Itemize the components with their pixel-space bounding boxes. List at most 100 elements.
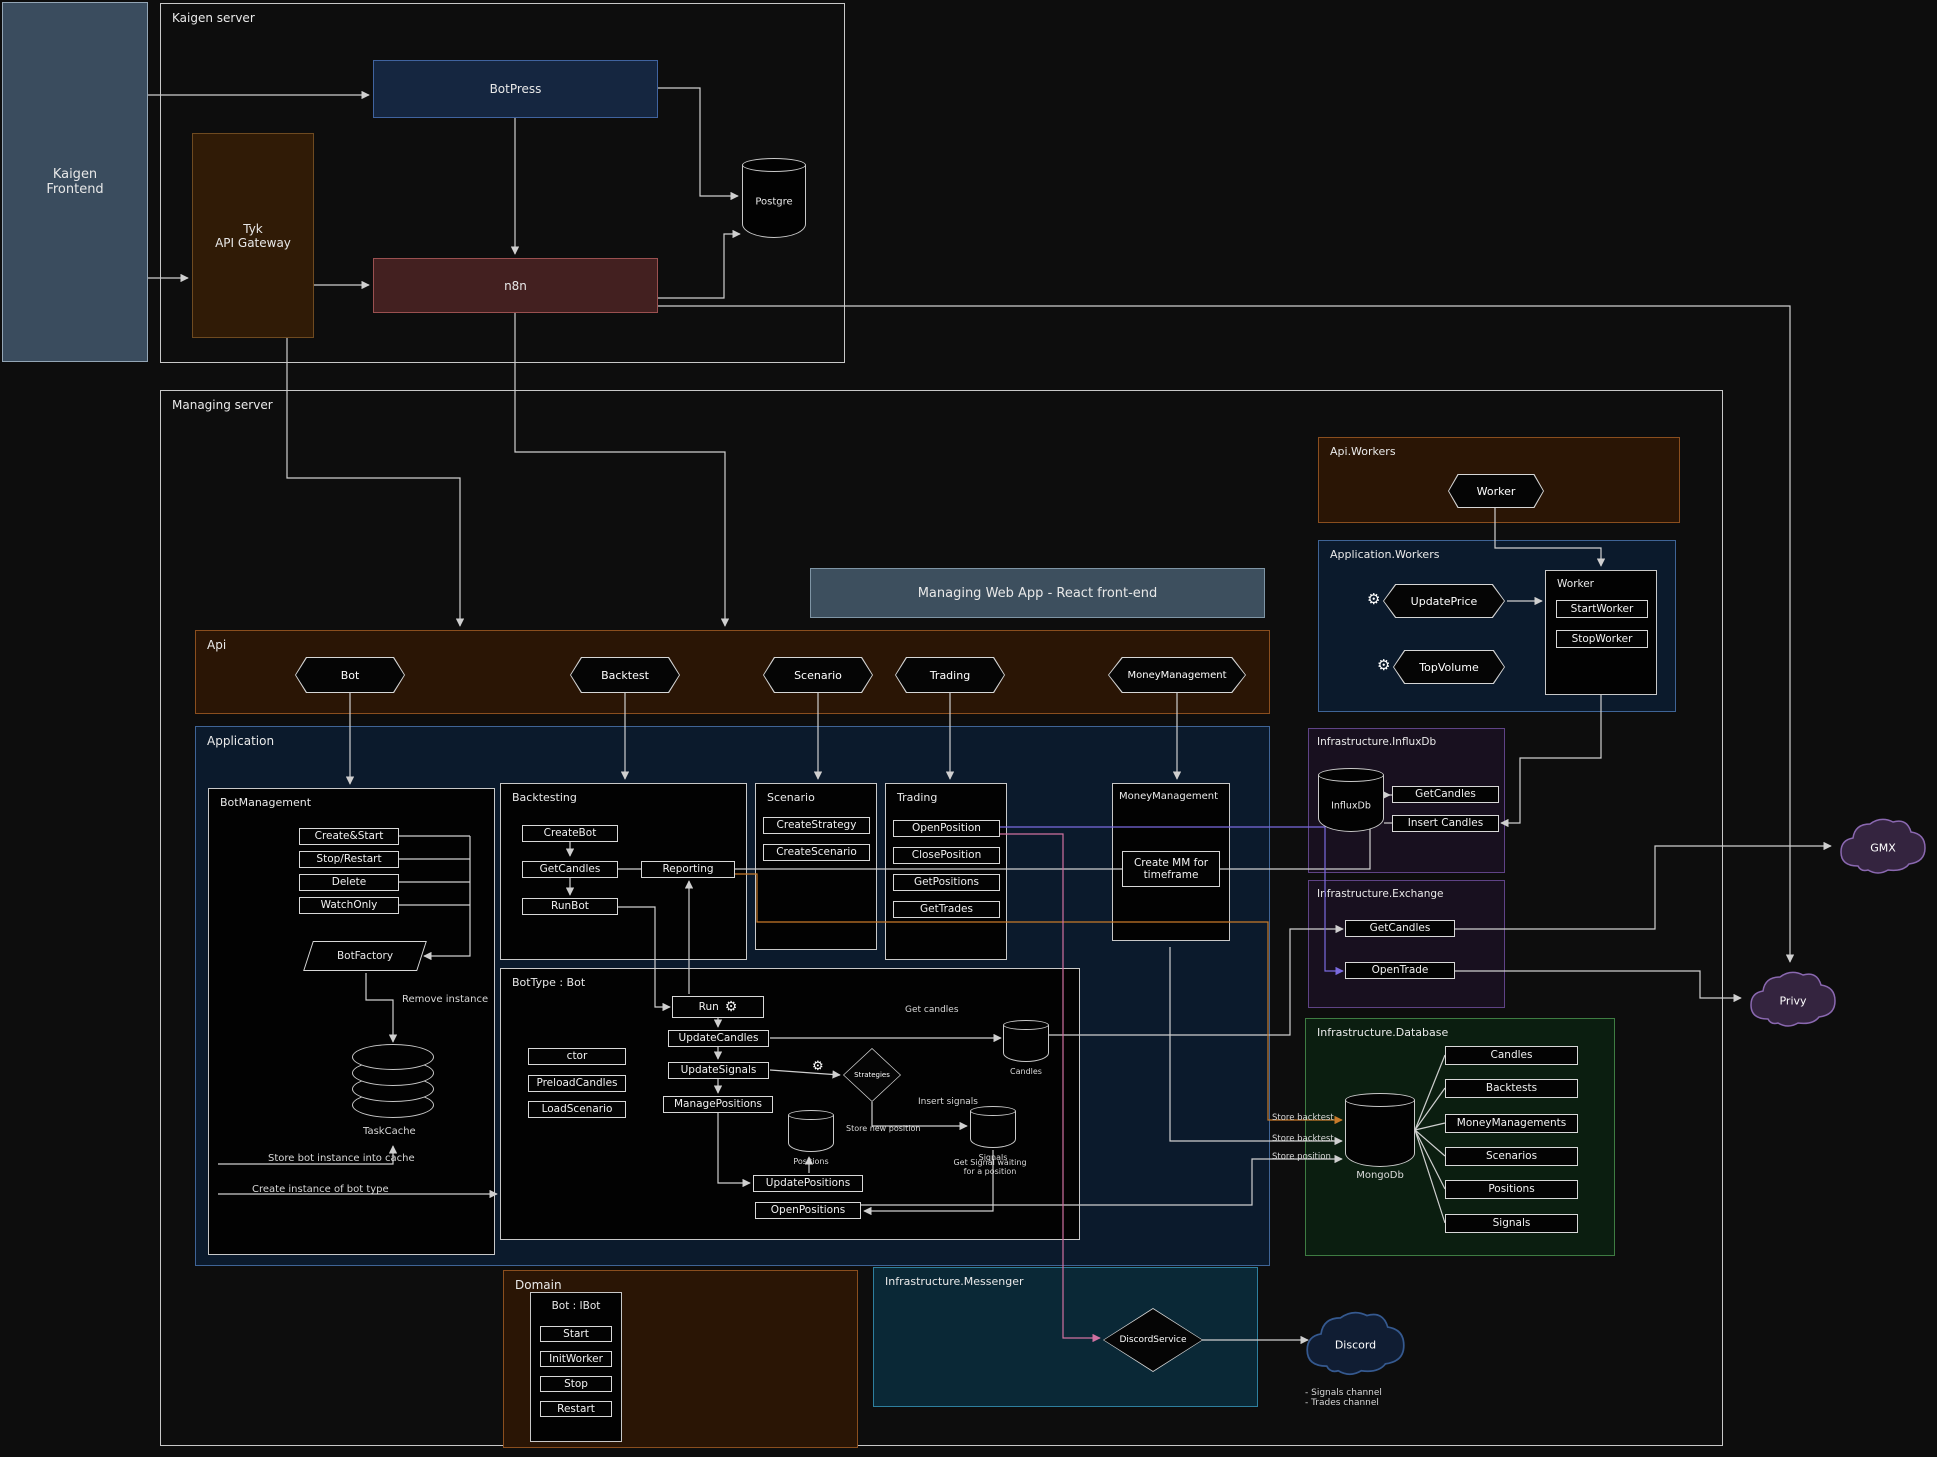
insert-signals-edge-label: Insert signals [918, 1097, 978, 1107]
trading-title: Trading [897, 791, 938, 804]
task-cache-label: TaskCache [363, 1126, 416, 1137]
domain-title: Domain [515, 1278, 562, 1292]
run-bot-button: RunBot [522, 898, 618, 915]
top-volume-endpoint: TopVolume [1393, 650, 1505, 684]
api-title: Api [207, 638, 227, 652]
update-signals-gear-icon: ⚙ [812, 1059, 824, 1074]
bot-ibot-box: Bot : IBot [530, 1292, 622, 1442]
database-title: Infrastructure.Database [1317, 1026, 1449, 1039]
api-moneymanagement-endpoint: MoneyManagement [1108, 657, 1246, 693]
bot-restart-button: Restart [540, 1401, 612, 1417]
update-candles-method: UpdateCandles [668, 1030, 769, 1047]
stop-restart-button: Stop/Restart [299, 851, 399, 868]
exchange-get-candles-button: GetCandles [1345, 920, 1455, 937]
start-worker-button: StartWorker [1556, 600, 1648, 618]
positions-store-icon: Positions [788, 1110, 834, 1166]
messenger-box: Infrastructure.Messenger [873, 1267, 1258, 1407]
kaigen-server-title: Kaigen server [172, 11, 255, 25]
get-signal-edge-label: Get Signal waiting for a position [953, 1158, 1027, 1176]
postgre-db-icon: Postgre [742, 158, 806, 238]
get-trades-button: GetTrades [893, 901, 1000, 918]
store-instance-label: Store bot instance into cache [268, 1153, 415, 1164]
get-candles-edge-label: Get candles [905, 1005, 959, 1015]
candles-store-label: Candles [1010, 1067, 1042, 1076]
update-price-endpoint: UpdatePrice [1383, 584, 1505, 618]
postgre-label: Postgre [755, 196, 793, 208]
open-trade-button: OpenTrade [1345, 962, 1455, 979]
collection-signals: Signals [1445, 1214, 1578, 1233]
candles-store-icon: Candles [1003, 1020, 1049, 1076]
kaigen-server-box: Kaigen server [160, 3, 845, 363]
create-mm-button: Create MM for timeframe [1122, 851, 1220, 887]
privy-label: Privy [1779, 994, 1807, 1008]
discord-label: Discord [1334, 1338, 1377, 1352]
collection-backtests: Backtests [1445, 1079, 1578, 1098]
n8n-node: n8n [373, 258, 658, 313]
worker-inner-title: Worker [1557, 578, 1594, 590]
stop-worker-button: StopWorker [1556, 630, 1648, 648]
bot-management-title: BotManagement [220, 796, 312, 809]
get-positions-button: GetPositions [893, 874, 1000, 891]
kaigen-frontend-node: Kaigen Frontend [2, 2, 148, 362]
trading-box: Trading [885, 783, 1007, 960]
api-scenario-endpoint: Scenario [763, 657, 873, 693]
privy-cloud: Privy [1743, 966, 1843, 1030]
watchonly-button: WatchOnly [299, 897, 399, 914]
run-button: Run ⚙ [672, 996, 764, 1018]
discord-cloud-icon [1306, 1311, 1405, 1376]
tyk-gateway-node: Tyk API Gateway [192, 133, 314, 338]
backtesting-title: Backtesting [512, 791, 577, 804]
application-workers-title: Application.Workers [1330, 548, 1440, 561]
bot-initworker-button: InitWorker [540, 1351, 612, 1367]
influxdb-title: Infrastructure.InfluxDb [1317, 736, 1437, 748]
discord-cloud: Discord [1298, 1306, 1413, 1378]
create-bot-button: CreateBot [522, 825, 618, 842]
store-backtest-label-1: Store backtest [1272, 1113, 1334, 1123]
task-cache-icon [352, 1044, 434, 1120]
store-new-position-edge-label: Store new position [846, 1124, 921, 1133]
create-scenario-button: CreateScenario [763, 844, 870, 861]
update-positions-method: UpdatePositions [753, 1175, 863, 1192]
run-gear-icon: ⚙ [724, 998, 738, 1015]
application-title: Application [207, 734, 275, 748]
run-label: Run [698, 1000, 719, 1013]
scenario-box: Scenario [755, 783, 877, 950]
create-strategy-button: CreateStrategy [763, 817, 870, 834]
collection-moneymanagements: MoneyManagements [1445, 1114, 1578, 1133]
reporting-button: Reporting [641, 861, 735, 878]
remove-instance-label: Remove instance [402, 994, 489, 1005]
influxdb-label: InfluxDb [1331, 800, 1371, 812]
gmx-cloud: GMX [1833, 813, 1933, 877]
top-volume-gear-icon: ⚙ [1377, 656, 1391, 674]
influx-insert-candles-button: Insert Candles [1392, 815, 1499, 832]
discord-channels-label: - Signals channel - Trades channel [1305, 1388, 1382, 1408]
bottype-title: BotType : Bot [512, 976, 586, 989]
managing-webapp-node: Managing Web App - React front-end [810, 568, 1265, 618]
mongodb-icon: MongoDb [1345, 1093, 1415, 1181]
exchange-box: Infrastructure.Exchange [1308, 880, 1505, 1008]
api-bot-endpoint: Bot [295, 657, 405, 693]
store-backtest-label-2: Store backtest [1272, 1134, 1334, 1144]
api-backtest-endpoint: Backtest [570, 657, 680, 693]
store-position-label: Store position [1272, 1152, 1331, 1162]
bot-factory-node: BotFactory [303, 941, 427, 971]
open-position-button: OpenPosition [893, 820, 1000, 837]
ctor-method: ctor [528, 1048, 626, 1065]
api-trading-endpoint: Trading [895, 657, 1005, 693]
collection-positions: Positions [1445, 1180, 1578, 1199]
collection-scenarios: Scenarios [1445, 1147, 1578, 1166]
create-instance-label: Create instance of bot type [252, 1184, 389, 1195]
managing-server-title: Managing server [172, 398, 273, 412]
influxdb-icon: InfluxDb [1318, 768, 1384, 832]
close-position-button: ClosePosition [893, 847, 1000, 864]
gmx-cloud-icon [1840, 818, 1926, 874]
bot-stop-button: Stop [540, 1376, 612, 1392]
get-candles-button: GetCandles [522, 861, 618, 878]
create-start-button: Create&Start [299, 828, 399, 845]
exchange-title: Infrastructure.Exchange [1317, 888, 1444, 900]
open-positions-method: OpenPositions [755, 1202, 861, 1219]
mongodb-label: MongoDb [1356, 1170, 1404, 1181]
privy-cloud-icon [1750, 971, 1836, 1027]
scenario-title: Scenario [767, 791, 815, 804]
